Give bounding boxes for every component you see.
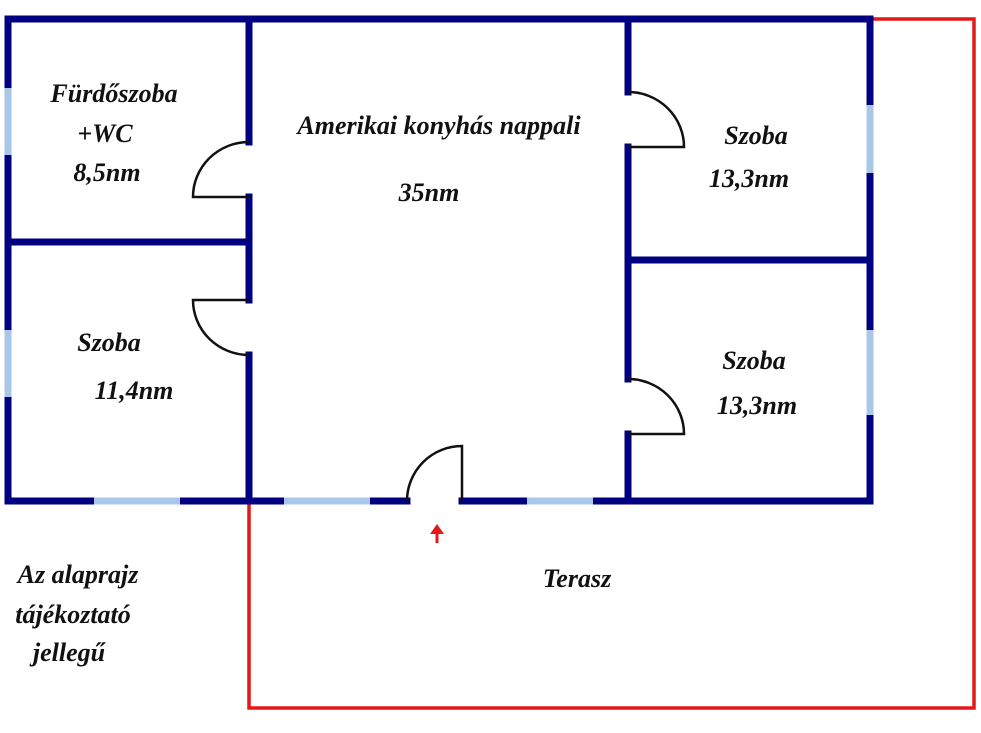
door-room-right-top <box>627 90 686 149</box>
bathroom-name-wc: +WC <box>77 119 133 148</box>
terrace-outline <box>247 17 976 710</box>
entrance-arrow-icon <box>430 524 444 543</box>
room-right-bottom-name: Szoba <box>722 346 786 375</box>
note-line-3: jellegű <box>29 638 107 667</box>
terrace-name: Terasz <box>543 564 612 593</box>
bathroom-name: Fürdőszoba <box>49 79 177 108</box>
room-right-top-area: 13,3nm <box>709 164 789 193</box>
note-line-2: tájékoztató <box>15 600 131 629</box>
living-name: Amerikai konyhás nappali <box>295 111 581 140</box>
walls <box>4 15 874 505</box>
room-left-area: 11,4nm <box>95 376 174 405</box>
door-bathroom <box>191 140 250 199</box>
door-room-left <box>191 298 250 357</box>
note-line-1: Az alaprajz <box>16 560 140 589</box>
bathroom-area: 8,5nm <box>73 158 140 187</box>
living-area: 35nm <box>398 178 460 207</box>
room-left-name: Szoba <box>77 328 141 357</box>
room-right-bottom-area: 13,3nm <box>717 391 797 420</box>
room-right-top-name: Szoba <box>724 121 788 150</box>
door-entrance <box>405 444 464 502</box>
windows <box>4 88 874 505</box>
door-room-right-bottom <box>627 377 686 436</box>
